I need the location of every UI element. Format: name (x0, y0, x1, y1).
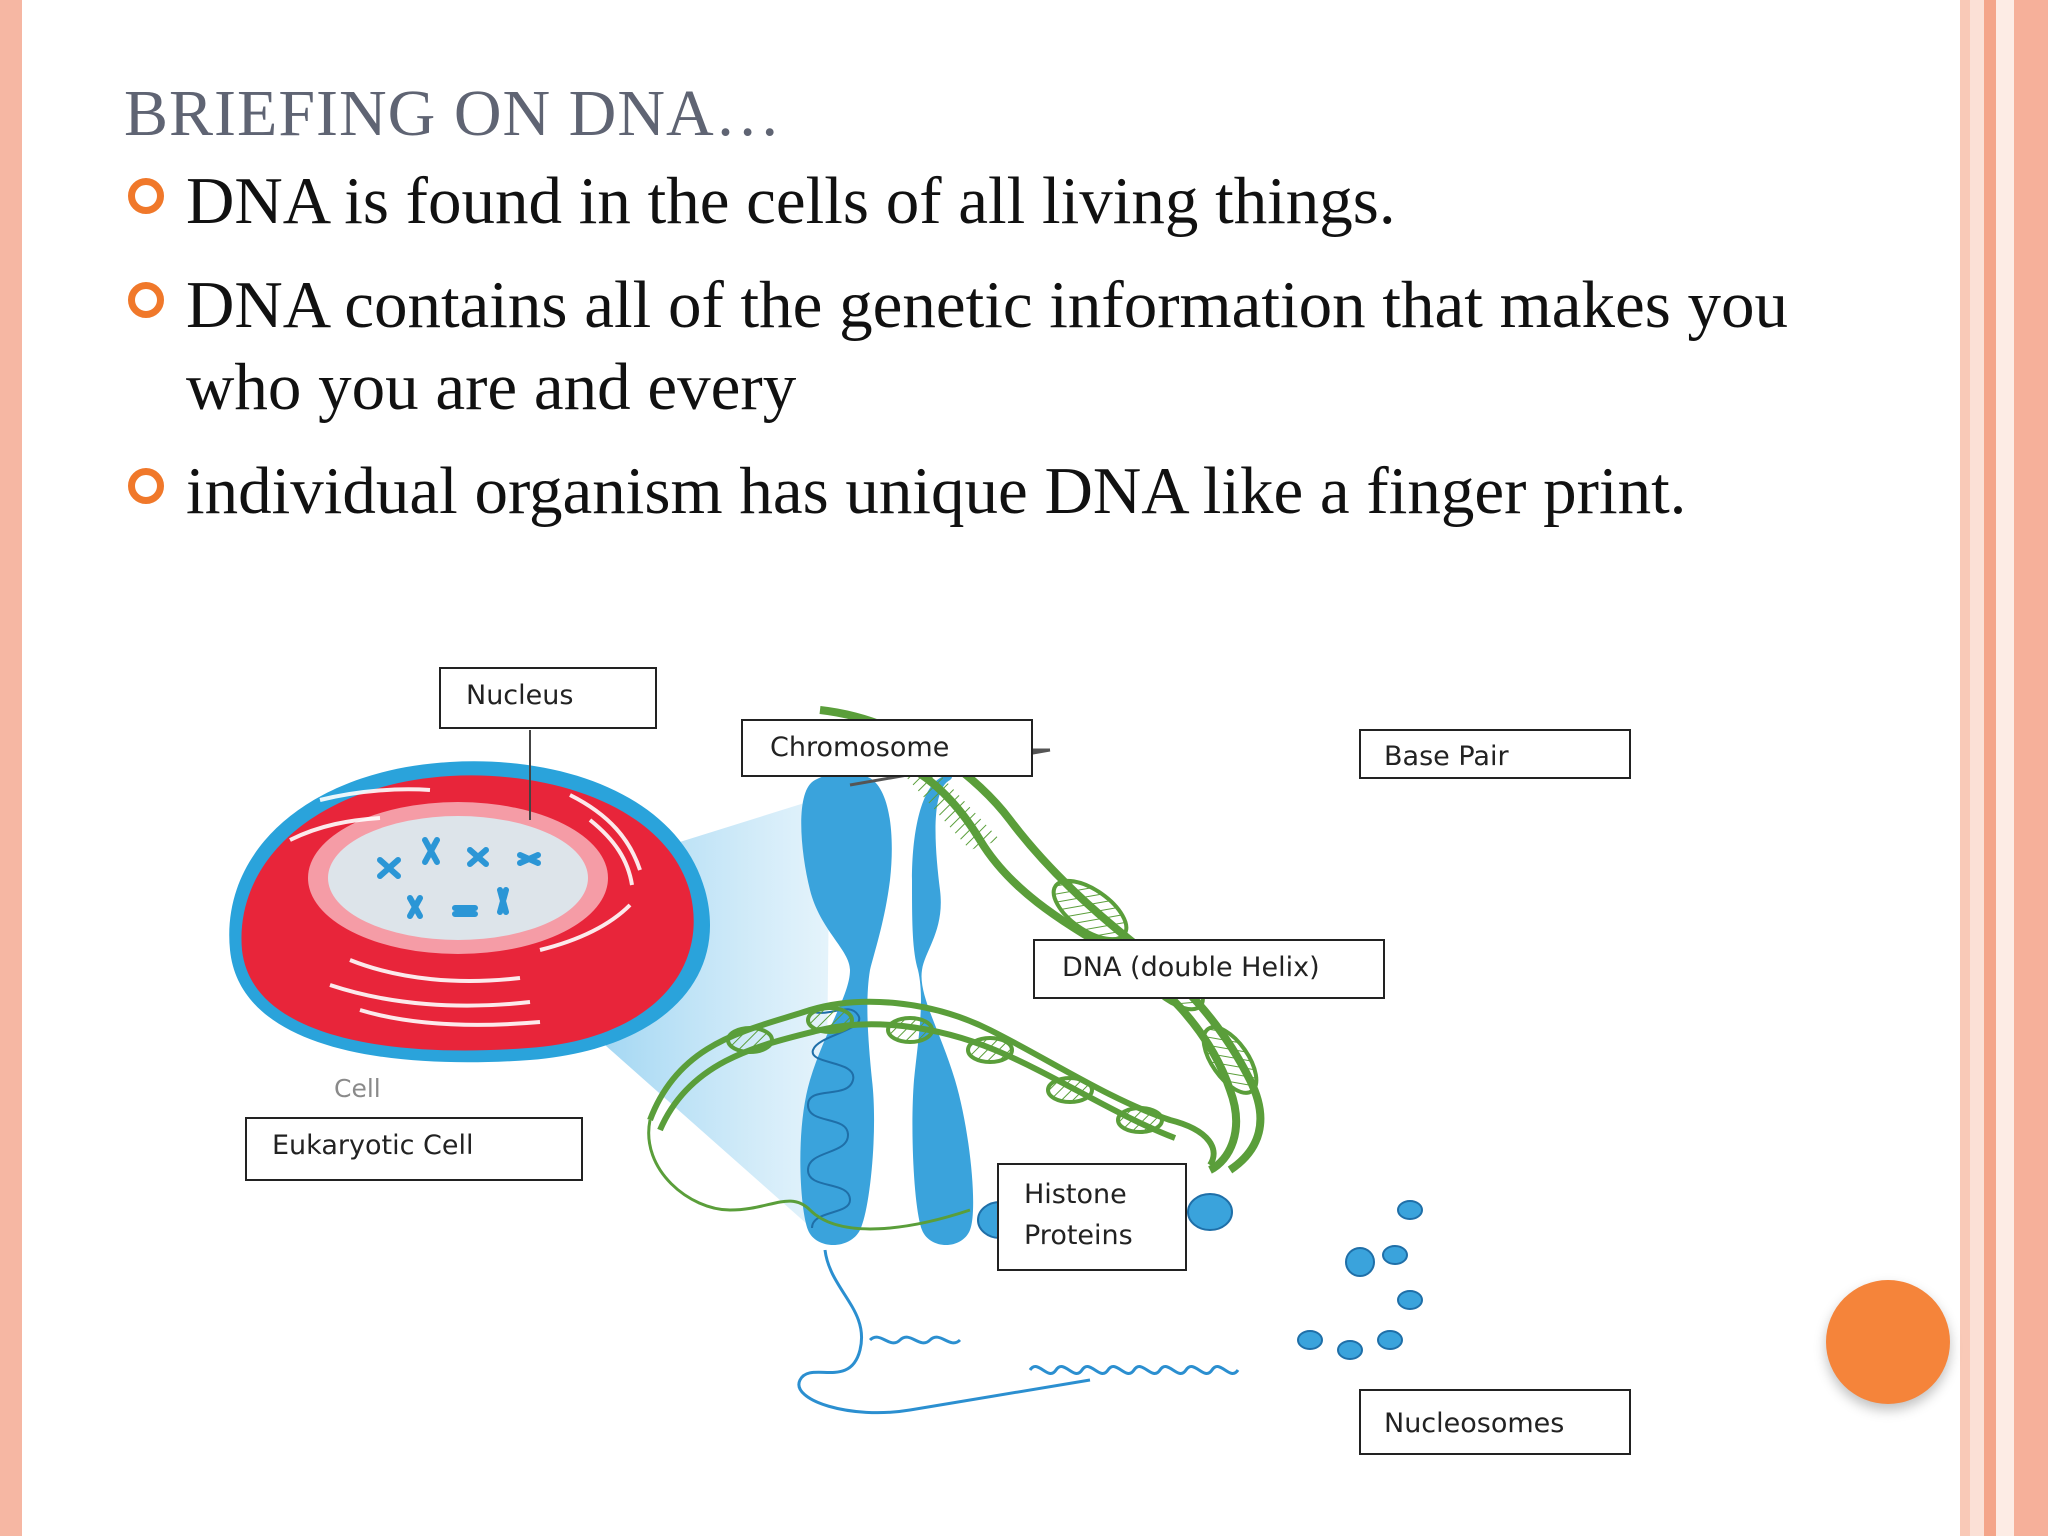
label-nucleus: Nucleus (439, 667, 657, 729)
bullet-circle-icon (128, 282, 164, 318)
label-dna-double-helix: DNA (double Helix) (1033, 939, 1385, 999)
label-base-pair: Base Pair (1359, 729, 1631, 779)
label-chromosome: Chromosome (741, 719, 1033, 777)
bullet-circle-icon (128, 178, 164, 214)
slide-title: BRIEFING ON DNA… (124, 77, 782, 150)
svg-text:Nucleus: Nucleus (466, 680, 573, 711)
bullet-circle-icon (128, 468, 164, 504)
right-decorative-stripe (1996, 0, 2014, 1536)
svg-text:DNA (double Helix): DNA (double Helix) (1062, 952, 1320, 983)
label-eukaryotic-cell: Eukaryotic Cell (245, 1117, 583, 1181)
nucleosome-beads (977, 1193, 1423, 1360)
bullet-item: DNA is found in the cells of all living … (124, 160, 1824, 242)
left-decorative-bar (0, 0, 22, 1536)
bullet-item: DNA contains all of the genetic informat… (124, 264, 1824, 428)
bullet-list: DNA is found in the cells of all living … (124, 160, 1824, 554)
svg-text:Proteins: Proteins (1024, 1220, 1133, 1251)
right-decorative-stripe (1960, 0, 1970, 1536)
chromatin-coil (797, 1249, 1240, 1415)
bullet-text: DNA contains all of the genetic informat… (186, 268, 1789, 424)
bullet-item: individual organism has unique DNA like … (124, 450, 1824, 532)
right-decorative-stripe (1970, 0, 1984, 1536)
svg-text:Histone: Histone (1024, 1179, 1127, 1210)
label-nucleosomes: Nucleosomes (1359, 1389, 1631, 1455)
right-decorative-stripe (2014, 0, 2048, 1536)
svg-text:Eukaryotic Cell: Eukaryotic Cell (272, 1130, 473, 1161)
svg-text:Chromosome: Chromosome (770, 732, 949, 763)
decorative-orange-circle (1826, 1280, 1950, 1404)
label-histone-proteins: Histone Proteins (997, 1163, 1187, 1271)
eukaryotic-cell-illustration (229, 761, 711, 1063)
right-decorative-stripe (1984, 0, 1996, 1536)
svg-text:Base Pair: Base Pair (1384, 741, 1509, 772)
bullet-text: DNA is found in the cells of all living … (186, 164, 1396, 238)
dna-structure-diagram: Nucleus Chromosome Base Pair DNA (double… (229, 667, 1631, 1455)
svg-text:Nucleosomes: Nucleosomes (1384, 1408, 1564, 1439)
bullet-text: individual organism has unique DNA like … (186, 454, 1687, 528)
label-cell: Cell (334, 1074, 381, 1103)
